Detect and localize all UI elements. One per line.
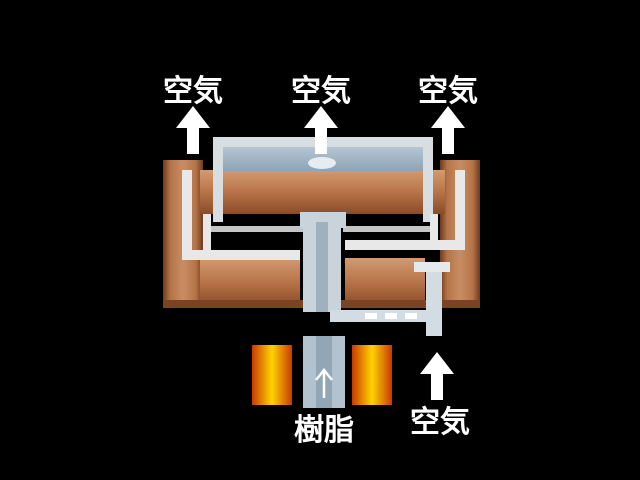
mold-lower-right-block	[345, 258, 425, 306]
top-cavity	[213, 137, 433, 222]
air-channel-right-vertical	[455, 170, 465, 250]
arrow-up-icon	[420, 352, 454, 400]
air-label-bottom-right: 空気	[410, 405, 470, 440]
air-channel-left-inner-vertical	[203, 214, 211, 254]
resin-runner-dash-1	[365, 313, 377, 319]
top-cavity-frame	[213, 137, 433, 222]
arrow-up-icon	[176, 106, 210, 154]
resin-runner-right-post	[426, 264, 442, 336]
resin-runner-core	[316, 222, 328, 312]
heater-block-icon	[352, 345, 392, 405]
mold-top-plate	[200, 170, 445, 214]
resin-runner-right-cup	[414, 262, 450, 272]
air-label-top-center: 空気	[291, 74, 351, 109]
air-label-top-right: 空気	[418, 74, 478, 109]
air-channel-right-horizontal	[345, 240, 465, 250]
mold-lower-left-block	[200, 258, 300, 306]
air-channel-left-inner-horizontal	[203, 226, 303, 232]
arrow-up-icon	[304, 106, 338, 154]
air-channel-right-inner-horizontal	[343, 226, 438, 232]
top-cavity-gate	[308, 157, 336, 169]
resin-inlet	[252, 336, 392, 408]
air-label-top-left: 空気	[163, 74, 223, 109]
air-channel-left-horizontal	[182, 250, 300, 260]
heater-block-icon	[252, 345, 292, 405]
resin-runner	[300, 212, 450, 336]
air-channels	[182, 170, 465, 260]
resin-label: 樹脂	[294, 413, 354, 448]
arrow-up-icon	[431, 106, 465, 154]
resin-runner-dash-3	[405, 313, 417, 319]
air-channel-left-vertical	[182, 170, 192, 260]
thin-arrow-up-icon	[315, 367, 333, 398]
resin-runner-dash-2	[385, 313, 397, 319]
